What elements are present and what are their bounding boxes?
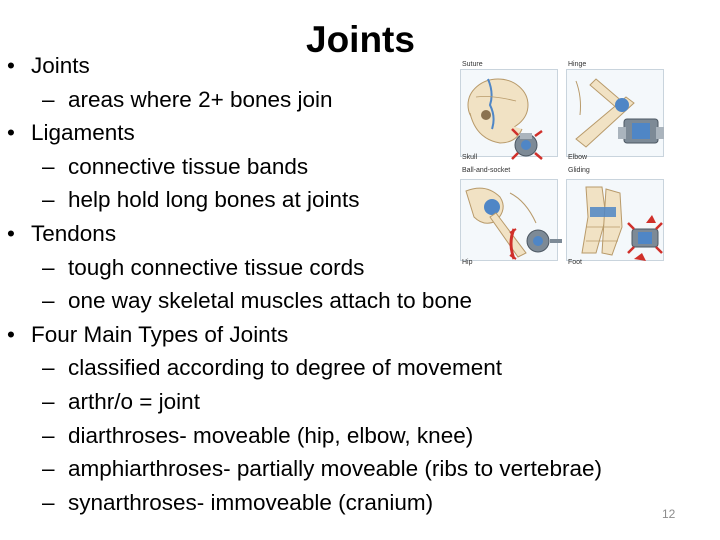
bullet-text: tough connective tissue cords: [68, 254, 365, 280]
bullet-item: –help hold long bones at joints: [0, 183, 720, 217]
slide-title: Joints: [306, 19, 415, 60]
bullet-marker: –: [42, 388, 55, 414]
bullet-marker: –: [42, 86, 55, 112]
bullet-item: • Ligaments: [0, 116, 720, 150]
skull-illustration: [467, 78, 529, 144]
bullet-text: areas where 2+ bones join: [68, 86, 333, 112]
gliding-model: [627, 215, 663, 261]
hip-label: Hip: [462, 259, 473, 266]
bullet-item: • Tendons: [0, 217, 720, 251]
skull-label: Skull: [462, 154, 478, 161]
bullet-item: –tough connective tissue cords: [0, 251, 720, 285]
ball-and-socket-label: Ball-and-socket: [462, 167, 511, 174]
bullet-item: –arthr/o = joint: [0, 385, 720, 419]
bullet-text: amphiarthroses- partially moveable (ribs…: [68, 456, 602, 482]
foot-label: Foot: [568, 259, 583, 266]
suture-model: [511, 128, 543, 160]
foot-illustration: [581, 186, 623, 256]
page-number: 12: [662, 507, 676, 521]
bullet-text: synarthroses- immoveable (cranium): [68, 489, 434, 515]
bullet-item: –classified according to degree of movem…: [0, 351, 720, 385]
bullet-marker: •: [7, 321, 15, 347]
hip-illustration: [465, 187, 537, 258]
gliding-label: Gliding: [568, 167, 590, 174]
bullet-list: •Joints –areas where 2+ bones join •Liga…: [0, 49, 720, 519]
hinge-model: [618, 118, 664, 144]
bullet-marker: •: [7, 220, 15, 246]
bullet-marker: –: [42, 489, 55, 515]
bullet-marker: –: [42, 422, 55, 448]
bullet-item: –connective tissue bands: [0, 150, 720, 184]
suture-label: Suture: [462, 61, 483, 68]
bullet-text: Four Main Types of Joints: [31, 321, 289, 347]
bullet-item: –one way skeletal muscles attach to bone: [0, 284, 720, 318]
bullet-text: classified according to degree of moveme…: [68, 355, 502, 381]
bullet-item: –amphiarthroses- partially moveable (rib…: [0, 452, 720, 486]
bullet-text: connective tissue bands: [68, 153, 309, 179]
bullet-item: –areas where 2+ bones join: [0, 83, 720, 117]
hinge-label: Hinge: [568, 61, 587, 68]
joint-illustrations: [465, 78, 664, 261]
elbow-illustration: [575, 78, 635, 148]
bullet-text: Tendons: [31, 220, 117, 246]
elbow-label: Elbow: [568, 154, 588, 161]
bullet-item: • Joints: [0, 49, 720, 83]
bullet-marker: –: [42, 355, 55, 381]
bullet-marker: –: [42, 187, 55, 213]
bullet-marker: –: [42, 153, 55, 179]
bullet-item: –diarthroses- moveable (hip, elbow, knee…: [0, 419, 720, 453]
bullet-text: Joints: [31, 53, 90, 78]
joint-types-figure: Suture Hinge Skull Elbow Ball-and-socket…: [456, 57, 708, 273]
bullet-marker: •: [7, 120, 15, 146]
bullet-marker: –: [42, 254, 55, 280]
bullet-text: arthr/o = joint: [68, 388, 200, 414]
bullet-marker: •: [7, 53, 15, 78]
bullet-text: one way skeletal muscles attach to bone: [68, 288, 472, 314]
bullet-text: help hold long bones at joints: [68, 187, 360, 213]
bullet-text: Ligaments: [31, 120, 135, 146]
bullet-item: • Four Main Types of Joints: [0, 318, 720, 352]
bullet-item: –synarthroses- immoveable (cranium): [0, 486, 720, 520]
bullet-marker: –: [42, 288, 55, 314]
bullet-text: diarthroses- moveable (hip, elbow, knee): [68, 422, 474, 448]
ball-socket-model: [509, 228, 562, 260]
bullet-marker: –: [42, 456, 55, 482]
